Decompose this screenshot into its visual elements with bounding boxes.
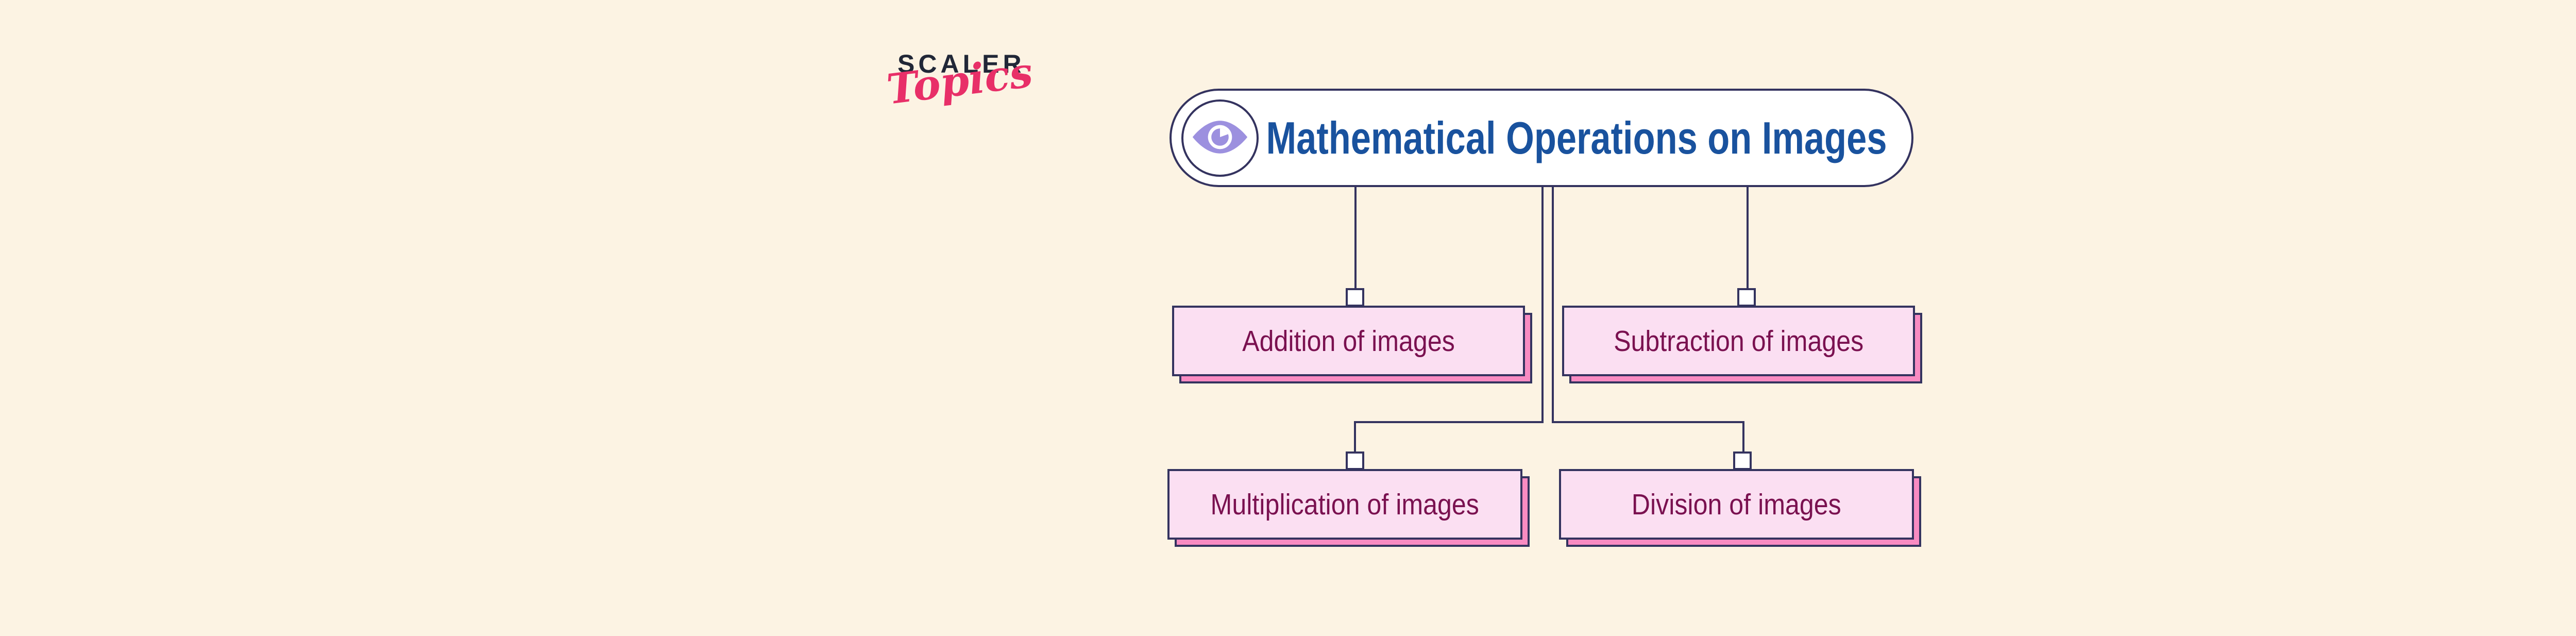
connector-port-subtraction: [1737, 288, 1756, 307]
connector-root-center-right: [1552, 185, 1554, 423]
root-node-label: Mathematical Operations on Images: [1266, 112, 1887, 163]
node-addition-label: Addition of images: [1242, 324, 1455, 358]
connector-to-division: [1742, 422, 1744, 453]
eye-icon-circle: [1181, 99, 1259, 177]
connector-root-to-addition: [1354, 185, 1357, 289]
node-addition: Addition of images: [1172, 306, 1525, 376]
connector-root-to-subtraction: [1747, 185, 1749, 289]
connector-branch-left-horizontal: [1354, 421, 1544, 423]
node-multiplication-label: Multiplication of images: [1210, 488, 1480, 521]
scaler-topics-logo: SCALER Topics: [884, 44, 1041, 137]
logo-brand-text: SCALER: [897, 49, 1025, 78]
connector-port-addition: [1346, 288, 1364, 307]
node-subtraction-label: Subtraction of images: [1613, 324, 1864, 358]
node-division-label: Division of images: [1631, 488, 1841, 521]
root-node: [1170, 89, 1913, 187]
node-multiplication: Multiplication of images: [1167, 469, 1522, 540]
connector-to-multiplication: [1354, 422, 1356, 453]
eye-icon: [1191, 120, 1249, 157]
node-division: Division of images: [1559, 469, 1914, 540]
connector-port-division: [1733, 451, 1752, 470]
node-subtraction: Subtraction of images: [1562, 306, 1915, 376]
connector-root-center-left: [1541, 185, 1544, 423]
connector-branch-right-horizontal: [1552, 421, 1744, 423]
connector-port-multiplication: [1346, 451, 1364, 470]
